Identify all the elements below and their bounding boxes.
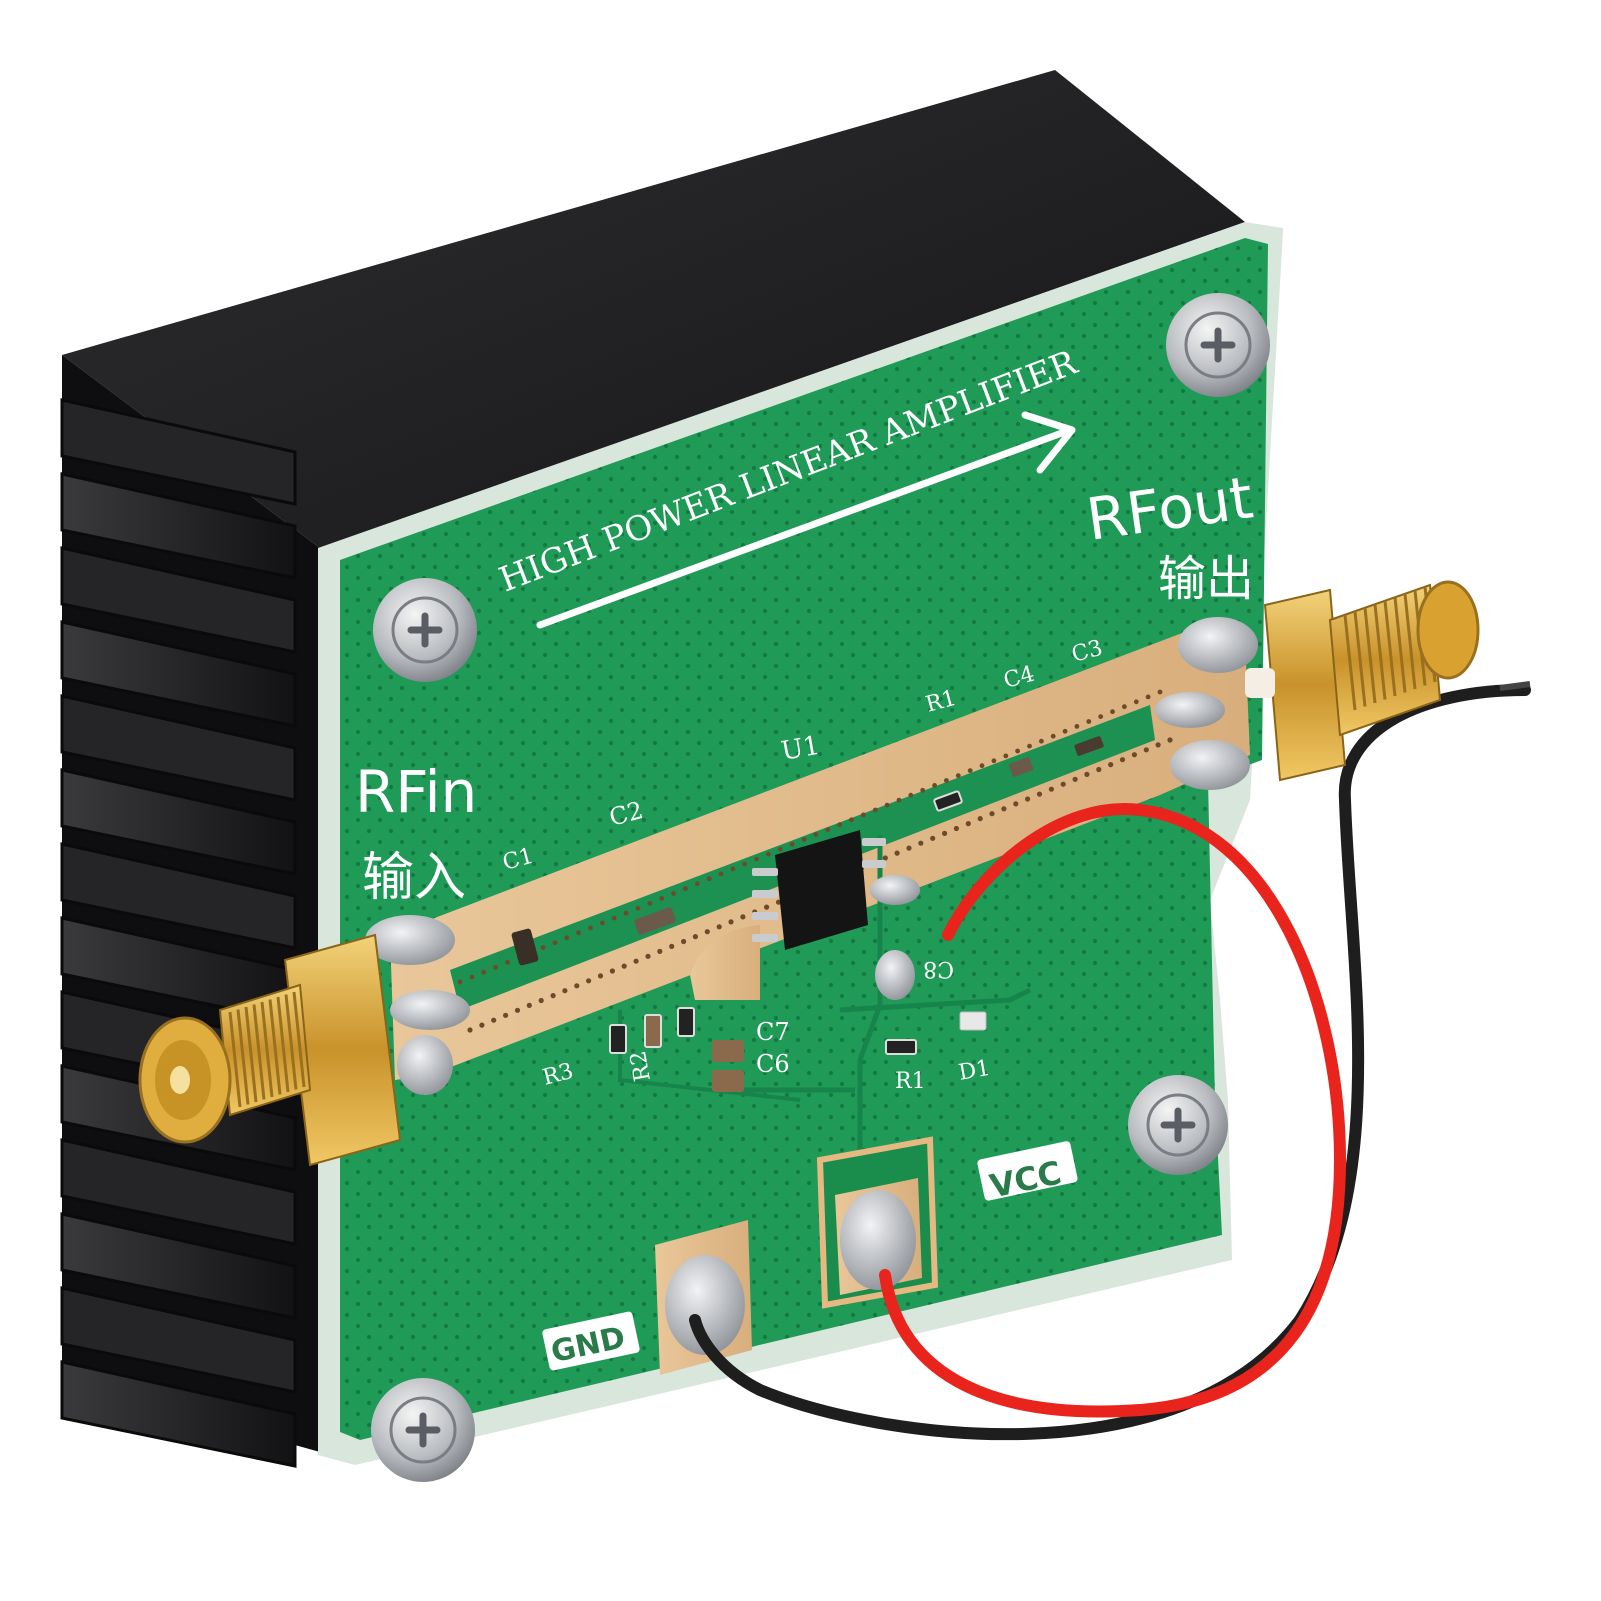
label-c8: C8 [923,956,954,981]
red-wire [879,803,1347,1418]
chip-icon [752,830,886,950]
label-r2: R2 [626,1049,656,1083]
heatsink-fin [60,1212,297,1320]
rf-in-label: RFin [355,758,477,826]
screw-icon [371,1378,475,1482]
label-u1: U1 [779,731,822,767]
heatsink-fin [60,546,297,654]
label-c7: C7 [756,1018,790,1046]
screw-icon [1128,1075,1228,1175]
heatsink-fin [60,1360,297,1468]
heatsink-fin [60,1286,297,1394]
smd-components [511,736,1104,1092]
label-d1: D1 [957,1056,993,1086]
rf-in-label-cn: 输入 [362,848,466,908]
gnd-pad [655,1220,752,1375]
heatsink-fin [60,768,297,876]
heatsink-fin [60,472,297,580]
solder-joints [365,617,1258,1095]
vcc-label-box: VCC [977,1141,1078,1206]
power-wires [689,681,1531,1441]
heatsink [60,70,1245,1468]
heatsink-fin [60,398,297,506]
heatsink-fin [60,1138,297,1246]
heatsink-fin [60,694,297,802]
heatsink-fins [60,398,297,1468]
sma-connector-icon [138,580,1480,1167]
heatsink-fin [60,620,297,728]
arrow-right-icon [536,411,1076,629]
bias-trace [690,925,760,1000]
vcc-pad [816,1136,939,1309]
label-r1-bottom: R1 [895,1069,926,1094]
rf-out-label-cn: 输出 [1158,551,1254,607]
pcb-board: HIGH POWER LINEAR AMPLIFIER RFin 输入 RFou… [318,222,1283,1482]
screw-icon [1166,293,1270,397]
heatsink-fin [60,842,297,950]
label-c6: C6 [756,1050,790,1078]
screw-icon [373,578,477,682]
